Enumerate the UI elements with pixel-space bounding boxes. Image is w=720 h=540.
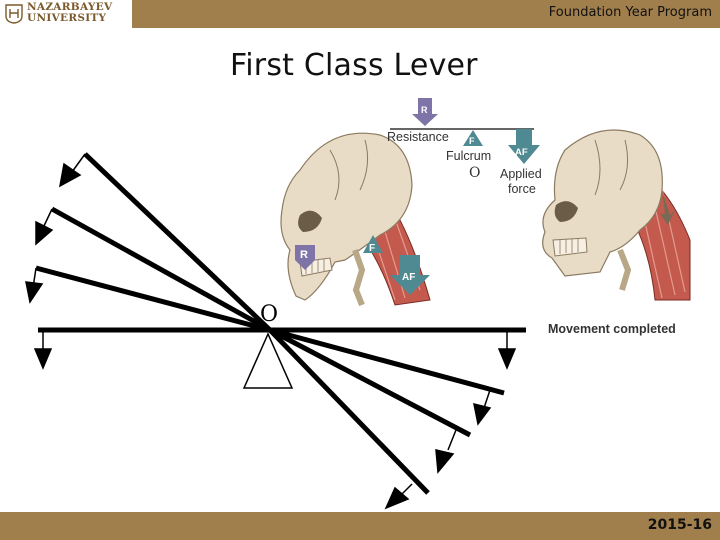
fulcrum-triangle <box>242 332 294 389</box>
applied-label-line1: Applied <box>500 167 542 181</box>
applied-label-line2: force <box>508 182 536 196</box>
badge-f-top: F <box>463 130 483 146</box>
arrow-down-icon <box>58 153 86 188</box>
arrow-down-icon <box>25 267 44 304</box>
university-seal-icon <box>5 4 23 24</box>
movement-completed-label: Movement completed <box>548 322 676 336</box>
footer-bar: 2015-16 <box>0 512 720 540</box>
slide-title: First Class Lever <box>230 48 478 83</box>
badge-af-left-text: AF <box>402 272 415 283</box>
badge-r-top: R <box>412 98 438 126</box>
force-arrows-right <box>384 330 517 510</box>
lever-rays-left <box>35 152 272 333</box>
badge-af-top: AF <box>508 129 540 164</box>
legend-lever: R Resistance F Fulcrum O AF Applied forc… <box>387 98 542 196</box>
arrow-down-icon <box>384 483 413 510</box>
fulcrum-mark: O <box>260 302 278 327</box>
academic-year: 2015-16 <box>647 517 712 533</box>
program-name: Foundation Year Program <box>548 5 712 20</box>
badge-af-left: AF <box>390 255 430 295</box>
arrow-down-icon <box>33 330 53 370</box>
lever-rays-right <box>268 327 505 495</box>
logo-line-2: UNIVERSITY <box>27 12 107 24</box>
arrow-down-icon <box>35 208 54 246</box>
arrow-down-icon <box>473 389 492 426</box>
logo-line-1: NAZARBAYEV <box>27 1 113 13</box>
fulcrum-symbol: O <box>469 165 480 181</box>
skull-illustration-extended <box>542 129 691 301</box>
university-logo: NAZARBAYEV UNIVERSITY <box>0 0 132 28</box>
motion-arrow-icon <box>660 190 675 225</box>
header-bar: NAZARBAYEV UNIVERSITY Foundation Year Pr… <box>0 0 720 28</box>
badge-r-left-text: R <box>300 249 308 261</box>
arrow-down-icon <box>435 429 457 474</box>
logo-wordmark: NAZARBAYEV UNIVERSITY <box>27 2 112 24</box>
badge-f-left: F <box>363 235 383 254</box>
badge-f-left-text: F <box>369 243 375 254</box>
arrow-down-icon <box>497 330 517 370</box>
badge-r-top-text: R <box>421 105 428 115</box>
badge-af-top-text: AF <box>515 147 528 158</box>
resistance-label: Resistance <box>387 130 449 144</box>
badge-f-top-text: F <box>469 136 475 146</box>
force-arrows-left <box>25 153 86 370</box>
fulcrum-label: Fulcrum <box>446 149 491 163</box>
badge-r-left: R <box>295 245 315 270</box>
